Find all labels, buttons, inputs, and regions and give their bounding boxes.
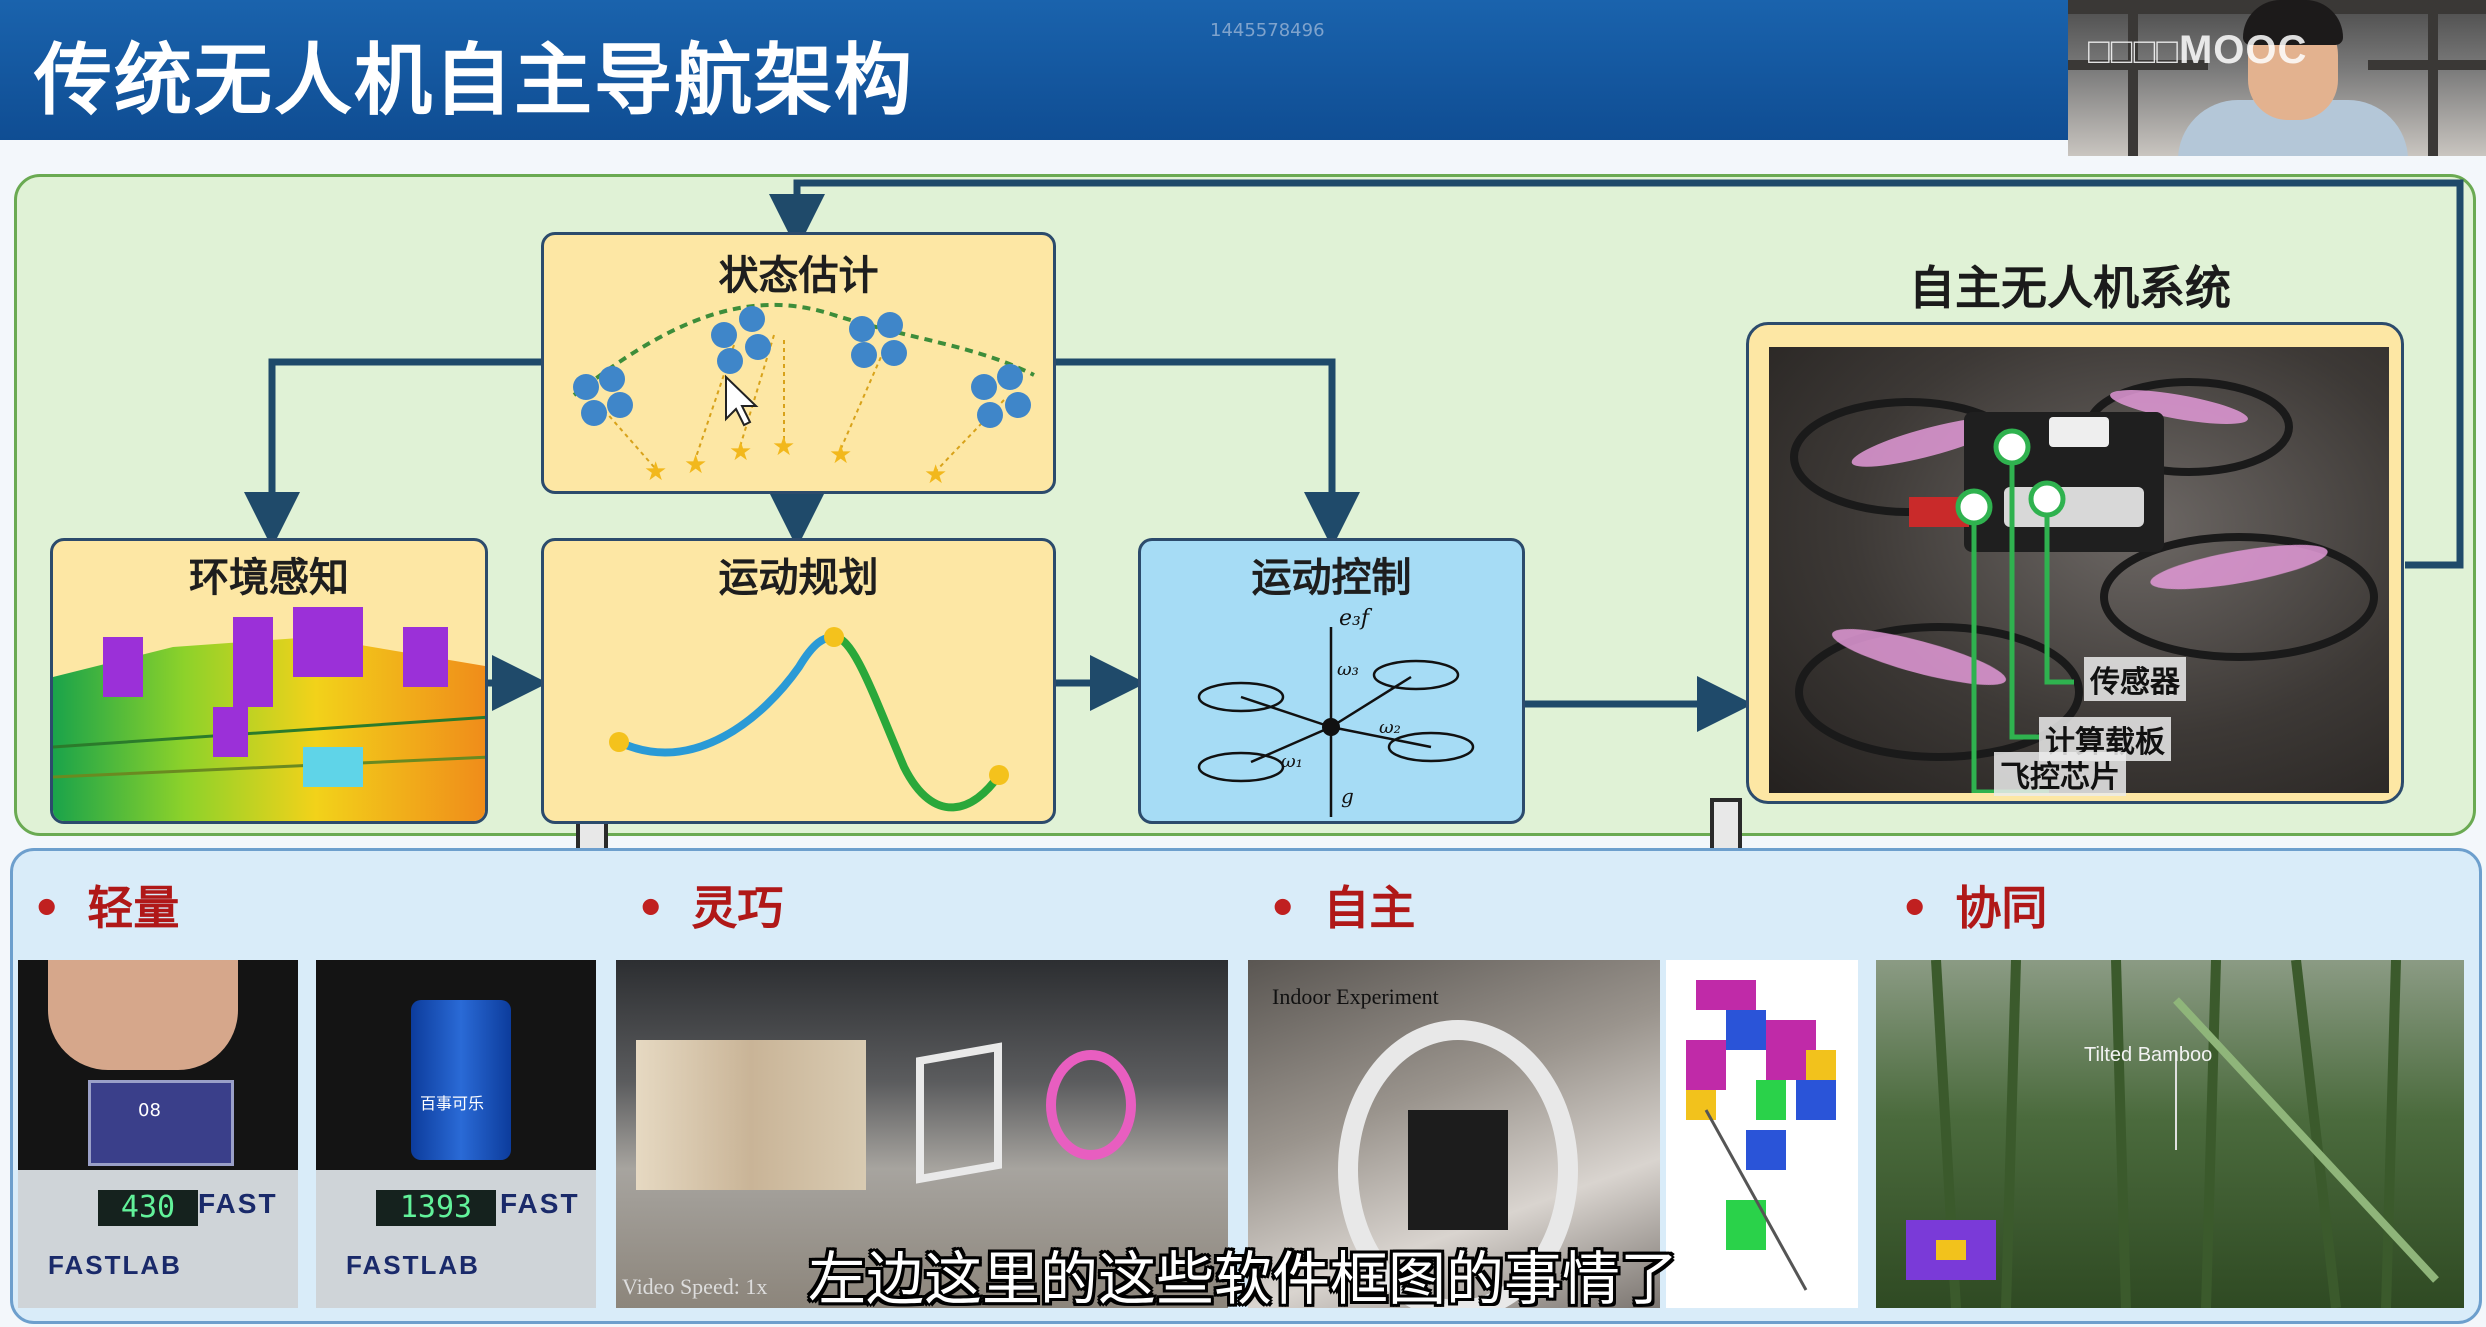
slide-title: 传统无人机自主导航架构 [34,35,915,126]
quadrotor-dynamics: e₃f ω₃ ω₂ ω₁ g [1197,606,1475,817]
drone-poses [573,306,1031,428]
state-estimation-title: 状态估计 [718,252,879,299]
planning-box: 运动规划 [541,538,1056,824]
presenter-webcam: □□□□MOOC [2068,0,2486,156]
perception-box: 环境感知 [50,538,488,824]
shelf [2368,60,2486,70]
hoop-ring [1046,1050,1136,1160]
photo-voxel-map [1666,960,1858,1308]
sensor-label: 传感器 [2084,657,2186,701]
feature-autonomous: •自主 [1268,881,1416,935]
planning-title: 运动规划 [718,554,879,601]
omega2-symbol: ω₂ [1379,717,1401,738]
photo-agile-flight: Video Speed: 1x [616,960,1228,1308]
shelf [2428,0,2438,156]
watermark-id: 1445578496 [1210,20,1325,41]
landmark-stars: ★ ★ ★ ★ ★ ★ [644,432,947,490]
planned-trajectory [609,627,1009,812]
wall-panels [636,1040,866,1190]
video-subtitle: 左边这里的这些软件框图的事情了 [807,1245,1678,1313]
flight-chip-label: 飞控芯片 [1994,752,2126,796]
mooc-logo: □□□□MOOC [2088,28,2308,72]
omega1-symbol: ω₁ [1281,751,1303,772]
svg-text:★: ★ [729,437,752,467]
svg-text:★: ★ [772,432,795,462]
gravity-symbol: g [1341,784,1354,808]
photo-drone-on-scale: 08 430 FAST FASTLAB [18,960,298,1308]
photo-indoor-experiment: Indoor Experiment [1248,960,1660,1308]
system-box: 传感器 计算载板 飞控芯片 [1746,322,2404,804]
mini-drone [88,1080,234,1166]
omega3-symbol: ω₃ [1337,659,1359,680]
control-box: 运动控制 e₃f ω₃ ω₂ ω₁ g [1138,538,1525,824]
feedback-arrow [769,179,2464,569]
svg-text:★: ★ [924,460,947,490]
bamboo-illustration [1906,960,2439,1308]
feature-lightweight: •轻量 [32,881,180,935]
system-title: 自主无人机系统 [1909,261,2231,315]
occupancy-map [53,607,485,821]
drone-photo: 传感器 计算载板 飞控芯片 [1769,347,2389,796]
monitor [1408,1110,1508,1230]
svg-text:★: ★ [829,440,852,470]
shelf [2128,0,2138,156]
shelf [2068,60,2208,70]
photo-bamboo-forest: Tilted Bamboo [1876,960,2464,1308]
scale-reading: 1393 [376,1190,496,1226]
feature-agile: •灵巧 [636,881,784,935]
arrow-to-perception [244,358,541,548]
arrow-to-control [1056,358,1360,548]
presenter-hair [2243,0,2343,45]
soda-can [411,1000,511,1160]
control-title: 运动控制 [1251,554,1412,601]
cursor-icon [725,374,759,427]
drone-illustration [1790,378,2378,795]
voxel-map-illustration [1686,980,1836,1291]
trajectory-illustration: ★ ★ ★ ★ ★ ★ [572,302,1035,490]
thrust-symbol: e₃f [1339,606,1373,631]
svg-text:★: ★ [684,450,707,480]
feature-collaborative: •协同 [1900,881,2048,935]
scale-reading: 430 [98,1190,198,1226]
photo-can-on-scale: 百事可乐 1393 FAST FASTLAB [316,960,596,1308]
perception-title: 环境感知 [189,554,349,601]
hand [48,960,238,1070]
state-estimation-box: 状态估计 ★ ★ ★ ★ ★ ★ [541,232,1056,494]
svg-text:★: ★ [644,457,667,487]
gate-frame [916,1042,1002,1184]
